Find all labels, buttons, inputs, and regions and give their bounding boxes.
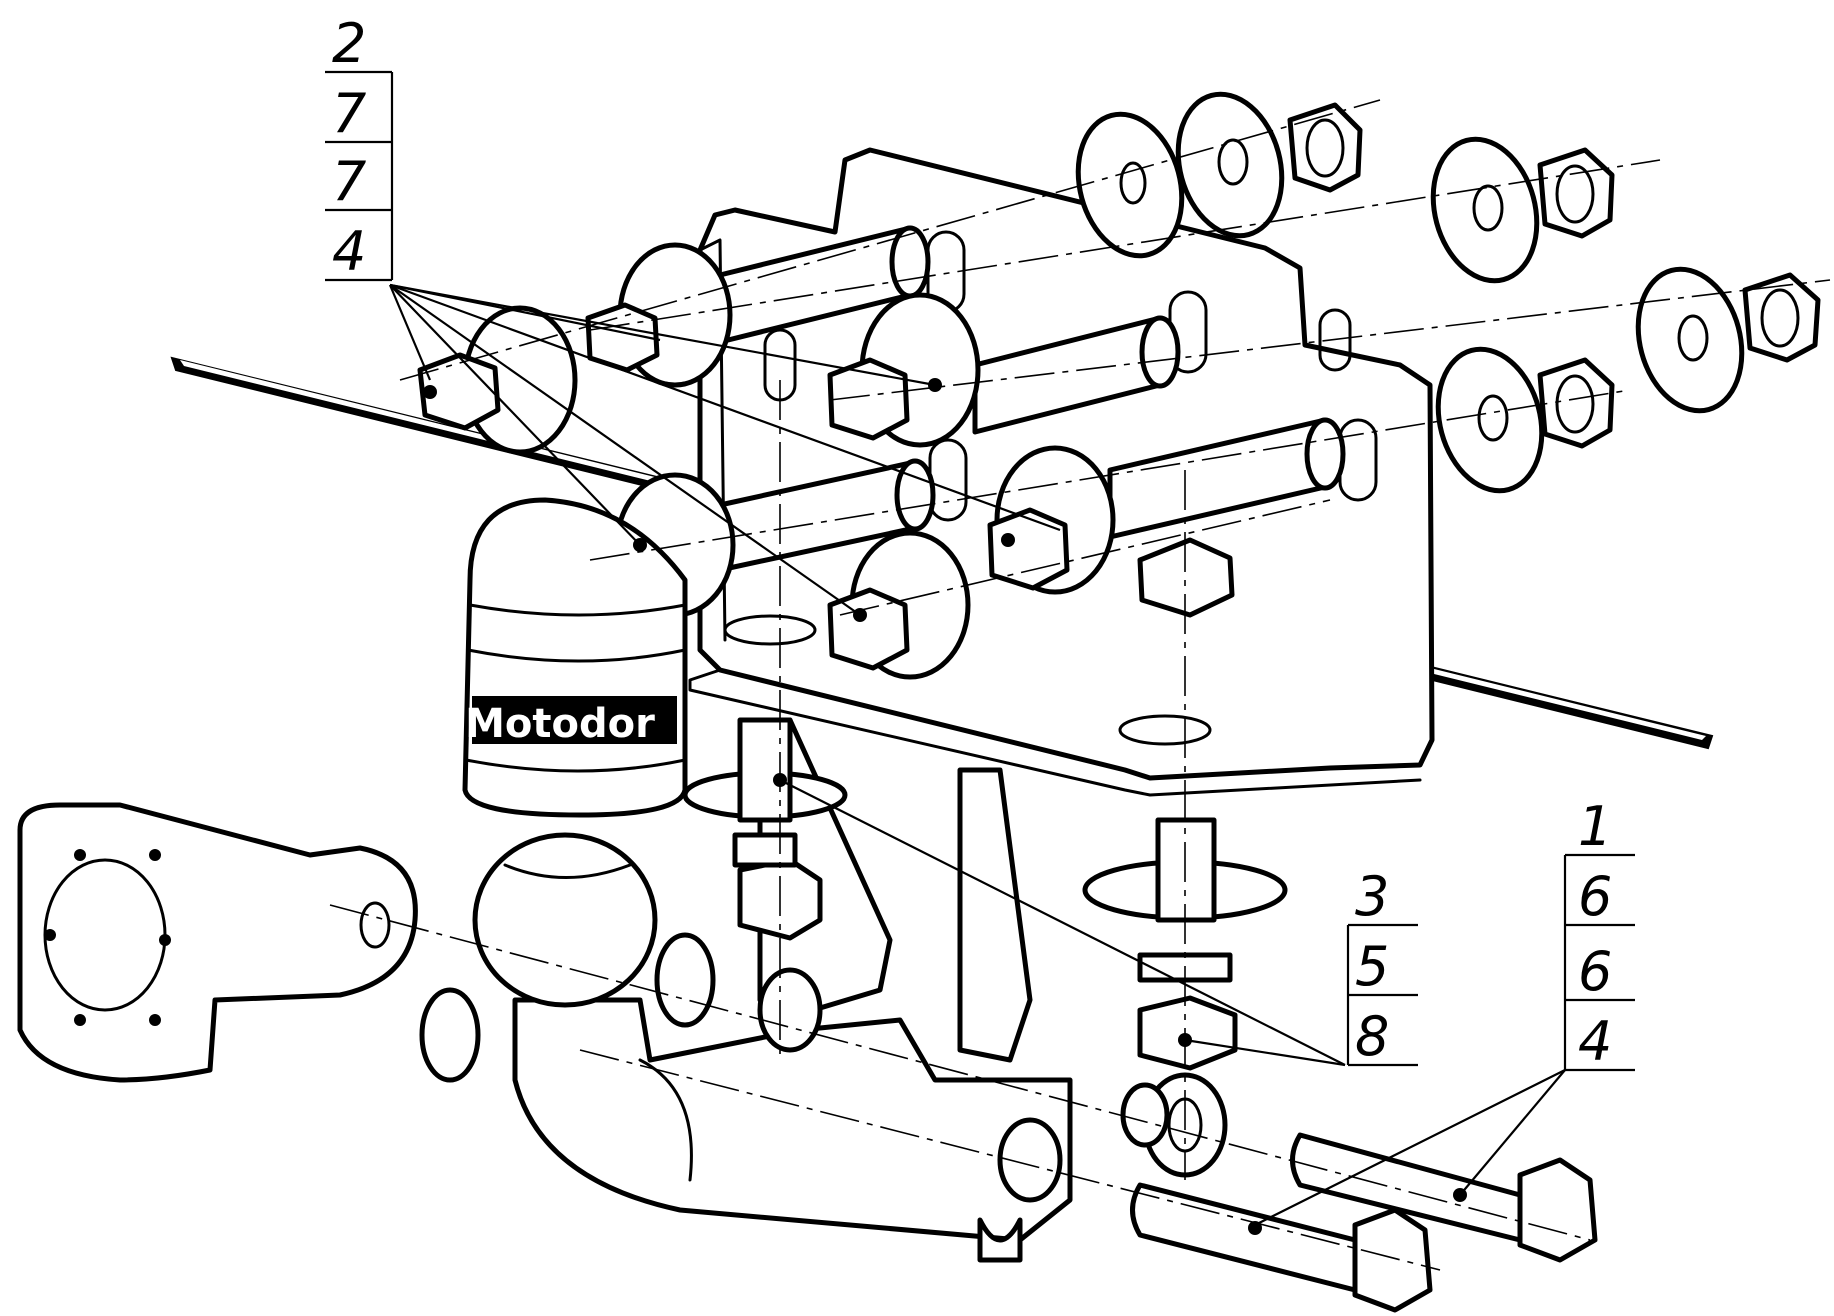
center-pin-stack bbox=[682, 717, 848, 941]
callout-label: 7 bbox=[332, 82, 366, 145]
callout-label: 6 bbox=[1578, 940, 1612, 1003]
socket-brand-text: Motodor bbox=[465, 701, 655, 747]
callout-label: 5 bbox=[1355, 935, 1389, 998]
callout-group-middle-right: 3 5 8 bbox=[1346, 865, 1418, 1068]
electrical-socket: Motodor bbox=[462, 497, 688, 818]
callout-label: 3 bbox=[1355, 865, 1389, 928]
center-axis-lines bbox=[329, 99, 1831, 1271]
callout-label: 2 bbox=[332, 12, 366, 75]
callout-label: 6 bbox=[1578, 865, 1612, 928]
callout-label: 7 bbox=[332, 150, 366, 213]
callout-label: 4 bbox=[1578, 1010, 1612, 1073]
callout-label: 1 bbox=[1578, 795, 1612, 858]
socket-mounting-plate bbox=[17, 802, 418, 1083]
callout-group-lower-right: 1 6 6 4 bbox=[1563, 795, 1635, 1073]
leader-dots bbox=[423, 378, 1467, 1235]
callout-group-upper-left: 2 7 7 4 bbox=[325, 12, 394, 283]
leader-lines bbox=[388, 283, 1566, 1226]
callout-label: 4 bbox=[332, 220, 366, 283]
tow-ball-assembly bbox=[419, 832, 1073, 1243]
right-pin-stack bbox=[1082, 817, 1288, 1178]
long-bolts bbox=[1130, 1132, 1598, 1313]
spacer-tubes bbox=[717, 225, 1346, 573]
callout-label: 8 bbox=[1355, 1005, 1389, 1068]
upper-right-fasteners bbox=[1075, 91, 1821, 494]
